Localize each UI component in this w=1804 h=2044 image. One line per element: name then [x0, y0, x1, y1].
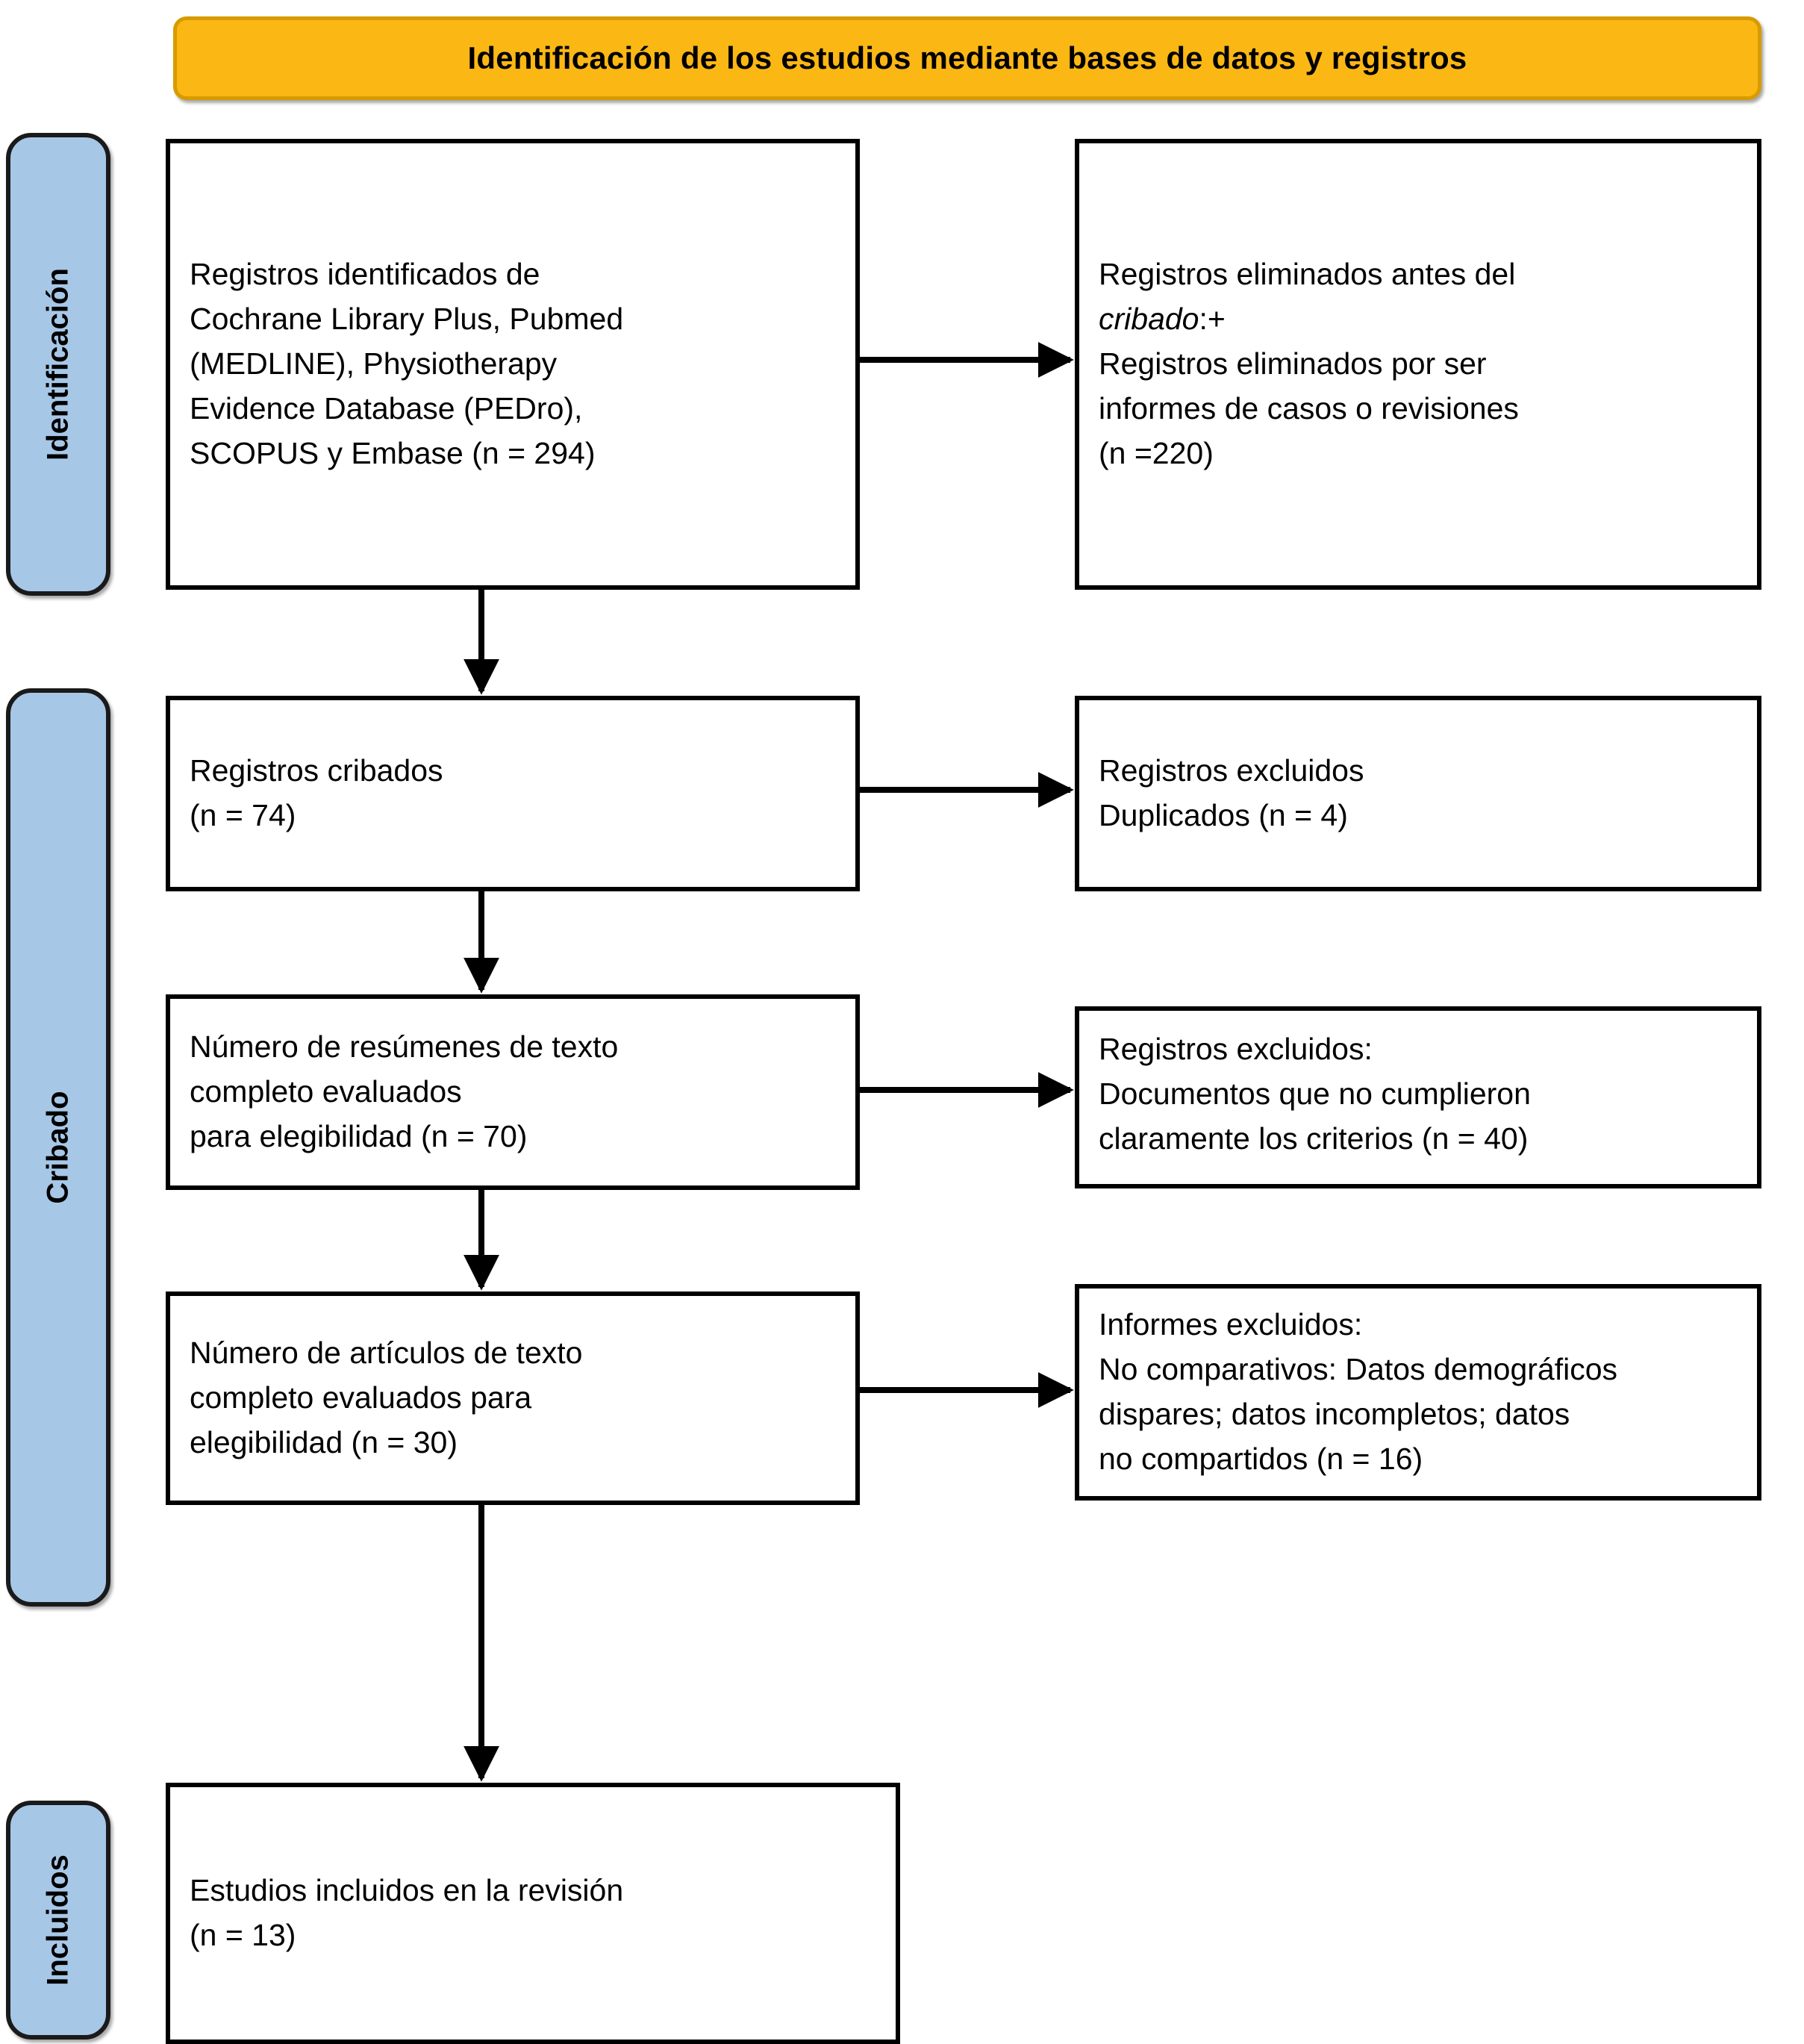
stage-label-cribado-text: Cribado	[41, 1091, 75, 1204]
excluded-criteria-line-3: claramente los criterios (n = 40)	[1099, 1121, 1529, 1156]
fulltext-assessed-line-1: Número de artículos de texto	[190, 1336, 583, 1371]
box-abstracts-assessed-text: Número de resúmenes de texto completo ev…	[170, 1025, 855, 1159]
stage-label-identificacion: Identificación	[6, 133, 110, 596]
diagram-title: Identificación de los estudios mediante …	[467, 40, 1467, 75]
records-identified-line-3: (MEDLINE), Physiotherapy	[190, 346, 558, 381]
diagram-header-banner: Identificación de los estudios mediante …	[173, 16, 1761, 100]
records-removed-line-2-rest: :+	[1199, 302, 1226, 337]
records-identified-line-5: SCOPUS y Embase (n = 294)	[190, 435, 596, 470]
records-identified-line-4: Evidence Database (PEDro),	[190, 390, 583, 426]
records-identified-line-1: Registros identificados de	[190, 257, 540, 292]
box-reports-excluded: Informes excluidos: No comparativos: Dat…	[1075, 1284, 1761, 1501]
box-records-removed-before-screening: Registros eliminados antes del cribado:+…	[1075, 139, 1761, 590]
stage-label-incluidos-text: Incluidos	[41, 1854, 75, 1986]
box-studies-included: Estudios incluidos en la revisión (n = 1…	[166, 1783, 900, 2044]
excluded-criteria-line-2: Documentos que no cumplieron	[1099, 1076, 1531, 1111]
excluded-duplicates-line-2: Duplicados (n = 4)	[1099, 798, 1348, 832]
studies-included-line-1: Estudios incluidos en la revisión	[190, 1873, 624, 1908]
reports-excluded-line-3: dispares; datos incompletos; datos	[1099, 1397, 1570, 1431]
box-records-identified-text: Registros identificados de Cochrane Libr…	[170, 252, 855, 476]
records-removed-line-1: Registros eliminados antes del	[1099, 257, 1516, 292]
box-records-removed-text: Registros eliminados antes del cribado:+…	[1079, 252, 1757, 476]
fulltext-assessed-line-3: elegibilidad (n = 30)	[190, 1424, 458, 1459]
abstracts-assessed-line-1: Número de resúmenes de texto	[190, 1029, 619, 1065]
records-identified-line-2: Cochrane Library Plus, Pubmed	[190, 302, 624, 337]
records-removed-line-3: Registros eliminados por ser	[1099, 346, 1487, 381]
reports-excluded-line-1: Informes excluidos:	[1099, 1307, 1363, 1342]
studies-included-line-2: (n = 13)	[190, 1918, 296, 1952]
stage-label-incluidos: Incluidos	[6, 1801, 110, 2040]
records-removed-line-5: (n =220)	[1099, 435, 1214, 470]
stage-label-cribado: Cribado	[6, 688, 110, 1607]
box-records-excluded-duplicates-text: Registros excluidos Duplicados (n = 4)	[1079, 749, 1757, 838]
records-removed-line-4: informes de casos o revisiones	[1099, 390, 1519, 426]
abstracts-assessed-line-3: para elegibilidad (n = 70)	[190, 1118, 528, 1153]
records-screened-line-1: Registros cribados	[190, 753, 443, 788]
excluded-duplicates-line-1: Registros excluidos	[1099, 753, 1364, 788]
reports-excluded-line-2: No comparativos: Datos demográficos	[1099, 1352, 1618, 1387]
box-records-identified: Registros identificados de Cochrane Libr…	[166, 139, 860, 590]
box-fulltext-assessed: Número de artículos de texto completo ev…	[166, 1291, 860, 1505]
excluded-criteria-line-1: Registros excluidos:	[1099, 1032, 1373, 1066]
box-reports-excluded-text: Informes excluidos: No comparativos: Dat…	[1079, 1303, 1757, 1481]
box-records-screened-text: Registros cribados (n = 74)	[170, 749, 855, 838]
box-fulltext-assessed-text: Número de artículos de texto completo ev…	[170, 1331, 855, 1465]
box-records-excluded-criteria: Registros excluidos: Documentos que no c…	[1075, 1006, 1761, 1188]
box-records-excluded-duplicates: Registros excluidos Duplicados (n = 4)	[1075, 696, 1761, 891]
box-abstracts-assessed: Número de resúmenes de texto completo ev…	[166, 994, 860, 1190]
stage-label-identificacion-text: Identificación	[41, 268, 75, 461]
reports-excluded-line-4: no compartidos (n = 16)	[1099, 1441, 1423, 1476]
box-records-excluded-criteria-text: Registros excluidos: Documentos que no c…	[1079, 1011, 1757, 1162]
records-removed-italic-cribado: cribado	[1099, 302, 1199, 337]
box-studies-included-text: Estudios incluidos en la revisión (n = 1…	[170, 1869, 896, 1958]
box-records-screened: Registros cribados (n = 74)	[166, 696, 860, 891]
abstracts-assessed-line-2: completo evaluados	[190, 1074, 462, 1109]
fulltext-assessed-line-2: completo evaluados para	[190, 1380, 532, 1415]
records-screened-line-2: (n = 74)	[190, 798, 296, 832]
